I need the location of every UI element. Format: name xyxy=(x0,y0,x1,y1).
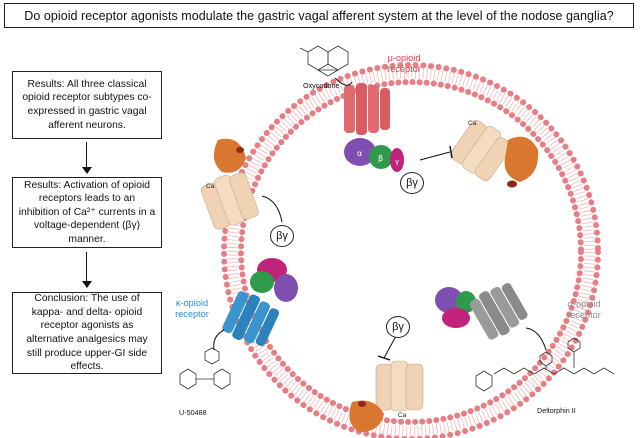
ca-channel-bottom xyxy=(375,360,424,412)
deltorphin-molecule xyxy=(475,337,615,392)
aux-subunit-left xyxy=(213,138,246,173)
kappa-receptor-label: κ-opioid receptor xyxy=(175,298,209,319)
ca-label-left: Ca xyxy=(206,183,215,190)
u50488-binding-arrow xyxy=(213,329,225,351)
mu-opioid-receptor xyxy=(344,83,390,135)
beta-gamma-badge-bottom: βγ xyxy=(386,316,410,338)
oxycodone-binding-arrow xyxy=(334,77,353,86)
results-box-expression: Results: All three classical opioid rece… xyxy=(12,71,162,139)
flow-arrow-1 xyxy=(81,142,93,174)
svg-text:α: α xyxy=(357,149,362,158)
deltorphin-binding-arrow xyxy=(525,327,547,351)
delta-receptor-label: σ-opioid receptor xyxy=(567,299,601,320)
oxycodone-label: Oxycodone xyxy=(303,81,340,90)
ca-channel-top-right xyxy=(450,119,512,182)
mu-receptor-label: μ-opioid receptor xyxy=(387,53,421,74)
aux-subunit-top-right xyxy=(504,136,539,188)
g-protein-mu: α β γ xyxy=(344,138,404,172)
ca-channel-left xyxy=(201,172,259,230)
u50488-molecule xyxy=(179,347,231,390)
kappa-opioid-receptor xyxy=(222,291,280,347)
results-text-expression: Results: All three classical opioid rece… xyxy=(22,78,152,131)
beta-gamma-badge-top: βγ xyxy=(400,172,424,194)
ca-label-bottom: Ca xyxy=(398,412,407,419)
svg-text:γ: γ xyxy=(395,158,399,166)
cell-membrane xyxy=(221,62,601,438)
g-protein-kappa xyxy=(250,258,298,302)
conclusion-box: Conclusion: The use of kappa- and delta-… xyxy=(12,292,162,374)
conclusion-text: Conclusion: The use of kappa- and delta-… xyxy=(26,293,148,373)
beta-gamma-badge-left: βγ xyxy=(270,225,294,247)
g-protein-delta xyxy=(435,287,476,328)
svg-text:β: β xyxy=(378,154,383,163)
deltorphin-label: Deltorphin II xyxy=(537,406,576,415)
delta-opioid-receptor xyxy=(469,283,528,340)
oxycodone-molecule xyxy=(299,45,349,77)
flow-arrow-2 xyxy=(81,252,93,288)
results-box-calcium: Results: Activation of opioid receptors … xyxy=(12,177,162,248)
page-title: Do opioid receptor agonists modulate the… xyxy=(4,3,634,28)
u50488-label: U-50488 xyxy=(179,408,207,417)
inhibition-line-left xyxy=(261,195,283,223)
inhibition-line-bottom xyxy=(383,335,397,359)
ca-label-top-right: Ca xyxy=(468,120,477,127)
inhibition-line-top xyxy=(419,151,451,161)
results-text-calcium: Results: Activation of opioid receptors … xyxy=(18,179,156,245)
aux-subunit-bottom xyxy=(349,400,384,432)
